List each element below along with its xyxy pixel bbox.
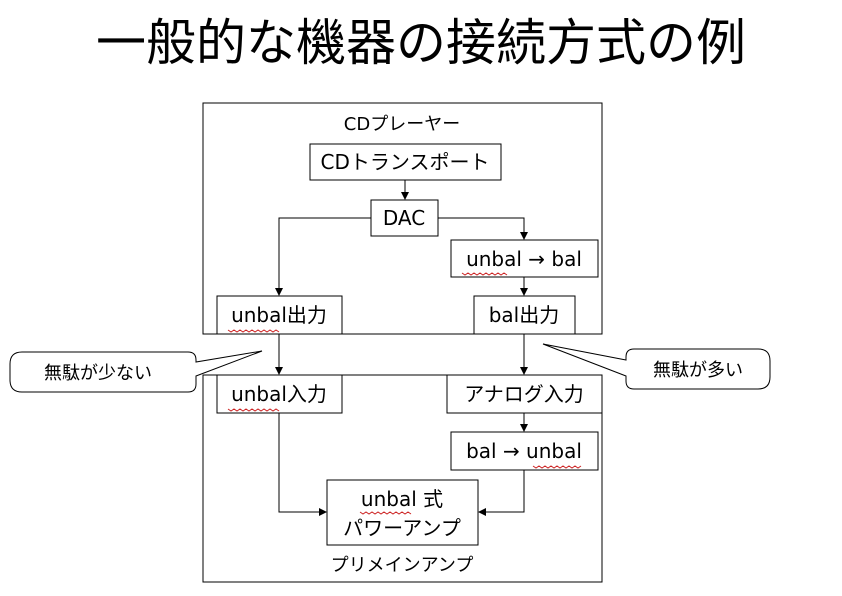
analog-input-label: アナログ入力 [464, 382, 584, 406]
bal-output-label: bal出力 [489, 303, 560, 327]
spellcheck-squiggle [461, 272, 508, 276]
analog-input-box [446, 374, 603, 414]
arrow-dac-to-unbal-to-bal [438, 217, 528, 240]
bal-to-unbal-label: bal → unbal [466, 439, 582, 463]
unbal-input-label: unbal入力 [231, 382, 327, 406]
callout-right-text: 無駄が多い [653, 360, 743, 381]
arrow-bal-to-unbal-to-poweramp [478, 470, 525, 516]
arrow-dac-to-unbal-output [275, 217, 371, 296]
unbal-output-label: unbal出力 [231, 303, 327, 327]
spellcheck-squiggle [532, 465, 582, 469]
callout-left-text: 無駄が少ない [44, 363, 152, 384]
unbal-input-box [216, 374, 343, 414]
arrow-unbal-input-to-poweramp [278, 413, 327, 516]
unbal-to-bal-box [450, 239, 599, 278]
cd-transport-box [309, 143, 502, 181]
spellcheck-squiggle [227, 329, 280, 333]
dac-label: DAC [383, 206, 425, 230]
preamp-frame [202, 374, 603, 583]
cd-transport-label: CDトランスポート [321, 150, 490, 174]
page-title: 一般的な機器の接続方式の例 [96, 14, 746, 72]
preamp-label: プリメインアンプ [331, 555, 474, 576]
callout-right-bubble [542, 343, 771, 390]
spellcheck-squiggle [227, 408, 280, 412]
cd-player-label: CDプレーヤー [344, 114, 460, 135]
bal-to-unbal-box [450, 431, 599, 471]
unbal-poweramp-label-line1: unbal 式 [361, 487, 443, 511]
spellcheck-squiggle [359, 511, 412, 515]
bal-output-box [473, 295, 576, 335]
unbal-output-box [216, 295, 343, 335]
unbal-to-bal-label: unbal → bal [466, 247, 582, 271]
cd-player-frame [202, 102, 603, 335]
unbal-poweramp-label-line2: パワーアンプ [343, 516, 461, 540]
callout-left-bubble [9, 350, 263, 393]
